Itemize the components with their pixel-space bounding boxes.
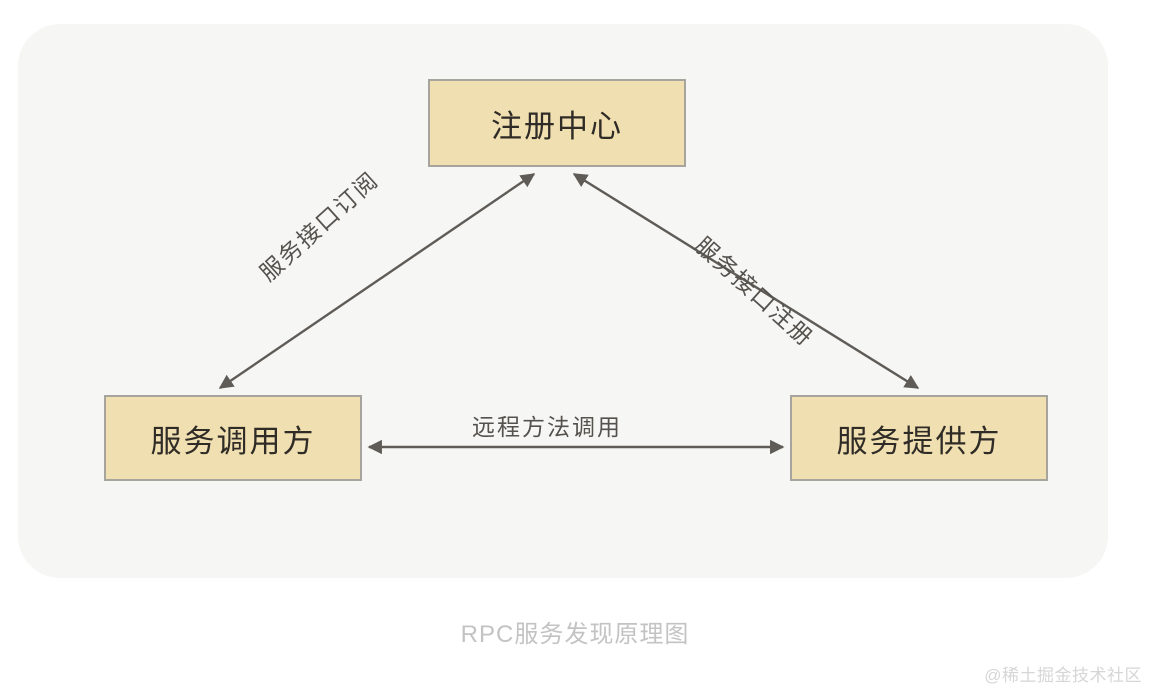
- watermark: @稀土掘金技术社区: [984, 666, 1142, 685]
- node-provider-label: 服务提供方: [836, 423, 1002, 459]
- node-provider[interactable]: 服务提供方: [790, 395, 1048, 481]
- diagram-caption: RPC服务发现原理图: [460, 621, 690, 648]
- node-registry-label: 注册中心: [491, 108, 623, 144]
- node-registry[interactable]: 注册中心: [428, 79, 686, 167]
- edge-label-rmi: 远程方法调用: [472, 414, 622, 440]
- node-consumer-label: 服务调用方: [150, 423, 316, 459]
- node-consumer[interactable]: 服务调用方: [104, 395, 362, 481]
